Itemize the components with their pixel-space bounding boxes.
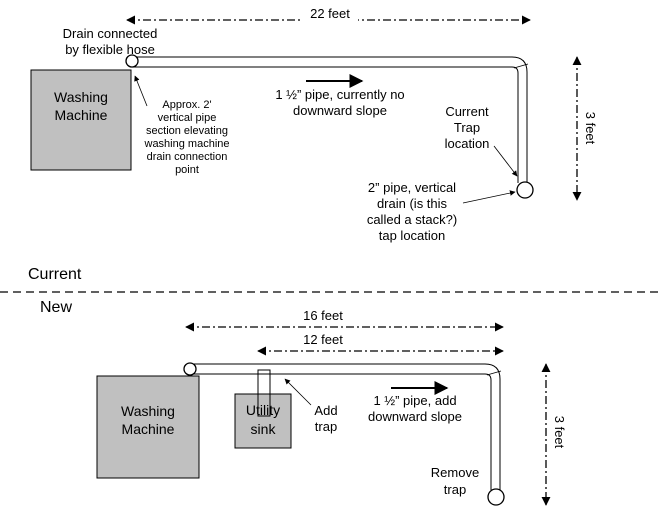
dimension-3-feet-new-label: 3 feet bbox=[552, 416, 567, 449]
utility-sink-label-1: Utility bbox=[246, 402, 280, 418]
new-section-label: New bbox=[40, 299, 72, 316]
svg-text:tap location: tap location bbox=[379, 228, 446, 243]
washing-machine-current-label-2: Machine bbox=[55, 107, 108, 123]
svg-text:point: point bbox=[175, 164, 199, 176]
vertical-pipe-note: Approx. 2' vertical pipe section elevati… bbox=[144, 99, 230, 176]
sink-riser-pipe bbox=[257, 369, 271, 417]
current-section-label: Current bbox=[28, 266, 82, 283]
svg-text:drain connection: drain connection bbox=[147, 151, 228, 163]
utility-sink-label-2: sink bbox=[251, 421, 277, 437]
current-section: 22 feet Washing Machine Drain connected … bbox=[28, 6, 598, 283]
add-trap-arrow bbox=[284, 378, 312, 406]
new-section: New 16 feet 12 feet Washing Machine Util… bbox=[40, 299, 567, 506]
stack-note-arrow bbox=[462, 190, 516, 204]
new-drain-connection-circle bbox=[183, 362, 197, 376]
dimension-16-feet-label-bg bbox=[296, 308, 350, 323]
stack-tap-circle bbox=[516, 181, 534, 199]
washing-machine-current bbox=[30, 69, 132, 171]
dimension-22-feet-label-bg bbox=[302, 6, 358, 24]
utility-sink bbox=[234, 393, 292, 449]
current-horizontal-pipe bbox=[132, 56, 528, 183]
pipe-note-new-line-1: 1 ½” pipe, add bbox=[373, 393, 456, 408]
dimension-12-feet-label-bg bbox=[296, 332, 350, 347]
hose-note-line-1: Drain connected bbox=[63, 26, 158, 41]
dimension-12-feet-label: 12 feet bbox=[303, 332, 343, 347]
washing-machine-current-label-1: Washing bbox=[54, 89, 108, 105]
svg-text:Current: Current bbox=[445, 104, 489, 119]
washing-machine-new bbox=[96, 375, 200, 479]
pipe-note-current-line-1: 1 ½” pipe, currently no bbox=[275, 87, 404, 102]
dimension-3-feet-current-label: 3 feet bbox=[583, 112, 598, 145]
remove-trap-label-2: trap bbox=[444, 482, 466, 497]
remove-trap-circle bbox=[487, 488, 505, 506]
dimension-22-feet-label: 22 feet bbox=[310, 6, 350, 21]
svg-text:vertical pipe: vertical pipe bbox=[158, 112, 217, 124]
washing-machine-new-label-2: Machine bbox=[122, 421, 175, 437]
svg-text:section elevating: section elevating bbox=[146, 125, 228, 137]
vertical-note-arrow bbox=[134, 75, 148, 107]
new-horizontal-pipe bbox=[190, 363, 501, 490]
current-trap-note: Current Trap location bbox=[445, 104, 490, 151]
new-pipe-joint bbox=[486, 370, 502, 376]
svg-text:called a stack?): called a stack?) bbox=[367, 212, 457, 227]
pipe-note-new-line-2: downward slope bbox=[368, 409, 462, 424]
remove-trap-label-1: Remove bbox=[431, 465, 479, 480]
add-trap-label-1: Add bbox=[314, 403, 337, 418]
svg-text:Trap: Trap bbox=[454, 120, 480, 135]
svg-text:Approx. 2': Approx. 2' bbox=[162, 99, 211, 111]
drain-connection-circle bbox=[125, 54, 139, 68]
current-pipe-joint bbox=[513, 63, 529, 69]
svg-text:drain (is this: drain (is this bbox=[377, 196, 448, 211]
pipe-note-current-line-2: downward slope bbox=[293, 103, 387, 118]
add-trap-label-2: trap bbox=[315, 419, 337, 434]
hose-note-line-2: by flexible hose bbox=[65, 42, 155, 57]
svg-text:location: location bbox=[445, 136, 490, 151]
current-trap-arrow bbox=[493, 145, 518, 177]
svg-text:washing machine: washing machine bbox=[144, 138, 230, 150]
washing-machine-new-label-1: Washing bbox=[121, 403, 175, 419]
svg-text:2” pipe, vertical: 2” pipe, vertical bbox=[368, 180, 456, 195]
dimension-16-feet-label: 16 feet bbox=[303, 308, 343, 323]
stack-note: 2” pipe, vertical drain (is this called … bbox=[367, 180, 457, 243]
